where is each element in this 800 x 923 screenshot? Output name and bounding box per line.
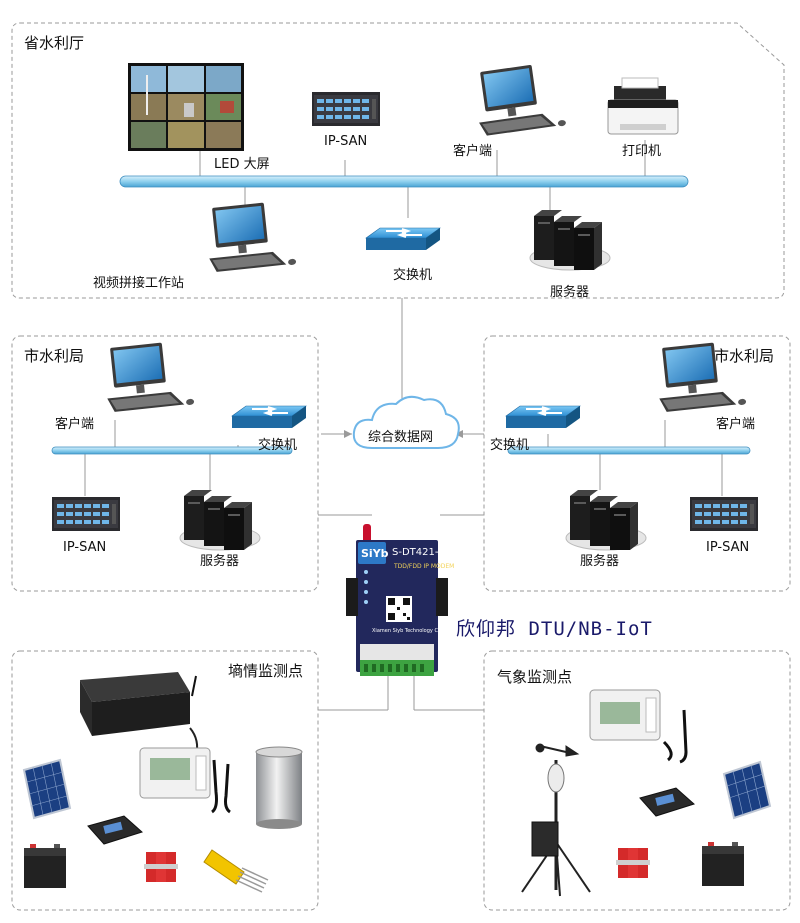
server-label: 服务器 <box>580 554 620 569</box>
battery-icon <box>702 842 744 886</box>
city-left-bus <box>51 446 293 455</box>
client-monitor-icon <box>472 61 567 138</box>
region-title-soil: 墒情监测点 <box>228 662 304 680</box>
surge-protector-icon <box>144 852 178 882</box>
ipsan-label: IP-SAN <box>706 540 750 555</box>
switch-label: 交换机 <box>490 438 530 453</box>
server-label: 服务器 <box>200 554 240 569</box>
switch-icon <box>505 405 581 429</box>
weather-station-icon <box>521 743 591 897</box>
ipsan-label: IP-SAN <box>63 540 107 555</box>
server-icon <box>565 489 647 551</box>
region-title-city-right: 市水利局 <box>714 347 775 365</box>
dtu-caption: 欣仰邦 DTU/NB-IoT <box>456 618 653 640</box>
server-icon <box>179 489 261 551</box>
solar-panel-icon <box>722 760 772 820</box>
switch-label: 交换机 <box>393 268 433 283</box>
dtu-company: Xiamen Siyb Technology Co.,Ltd. <box>372 628 454 634</box>
workstation-icon <box>204 199 297 274</box>
region-title-weather: 气象监测点 <box>497 668 573 686</box>
dtu-model: S-DT421-A <box>392 547 446 558</box>
switch-icon <box>365 227 441 251</box>
printer-label: 打印机 <box>622 144 662 159</box>
rain-gauge-icon <box>255 746 303 829</box>
ipsan-icon <box>690 497 758 531</box>
dtu-tag: TDD/FDD IP MODEM <box>394 563 455 570</box>
soil-frame <box>11 650 319 911</box>
rtu-box-icon <box>80 672 199 757</box>
workstation-label: 视频拼接工作站 <box>93 276 185 291</box>
dtu-brand: SiYb <box>361 547 389 560</box>
province-frame <box>11 22 785 299</box>
ipsan-label: IP-SAN <box>324 134 368 149</box>
cloud-label: 综合数据网 <box>368 430 434 445</box>
server-icon <box>529 209 611 271</box>
client-label: 客户端 <box>716 417 756 432</box>
surge-protector-icon <box>616 848 650 878</box>
cloud-icon <box>352 395 460 449</box>
ipsan-icon <box>52 497 120 531</box>
soil-sensor-icon <box>203 849 269 893</box>
region-title-province: 省水利厅 <box>24 34 85 52</box>
client-monitor-icon <box>102 339 195 414</box>
switch-label: 交换机 <box>258 438 298 453</box>
client-label: 客户端 <box>453 144 493 159</box>
ipsan-icon <box>312 92 380 126</box>
battery-icon <box>24 844 66 888</box>
data-logger-icon <box>589 689 688 764</box>
weather-frame <box>483 650 791 911</box>
charge-controller-icon <box>87 815 143 845</box>
region-title-city-left: 市水利局 <box>24 347 85 365</box>
data-logger-icon <box>139 747 231 814</box>
led-wall-label: LED 大屏 <box>214 157 270 172</box>
charge-controller-icon <box>639 787 695 817</box>
province-bus <box>119 175 689 188</box>
dtu-device-icon <box>346 524 448 676</box>
city-left-frame <box>11 335 319 592</box>
led-wall-icon <box>128 63 244 151</box>
client-label: 客户端 <box>55 417 95 432</box>
solar-panel-icon <box>22 758 72 820</box>
switch-icon <box>231 405 307 429</box>
city-right-bus <box>507 446 751 455</box>
server-label: 服务器 <box>550 285 590 300</box>
printer-icon <box>607 77 679 135</box>
city-right-frame <box>483 335 791 592</box>
